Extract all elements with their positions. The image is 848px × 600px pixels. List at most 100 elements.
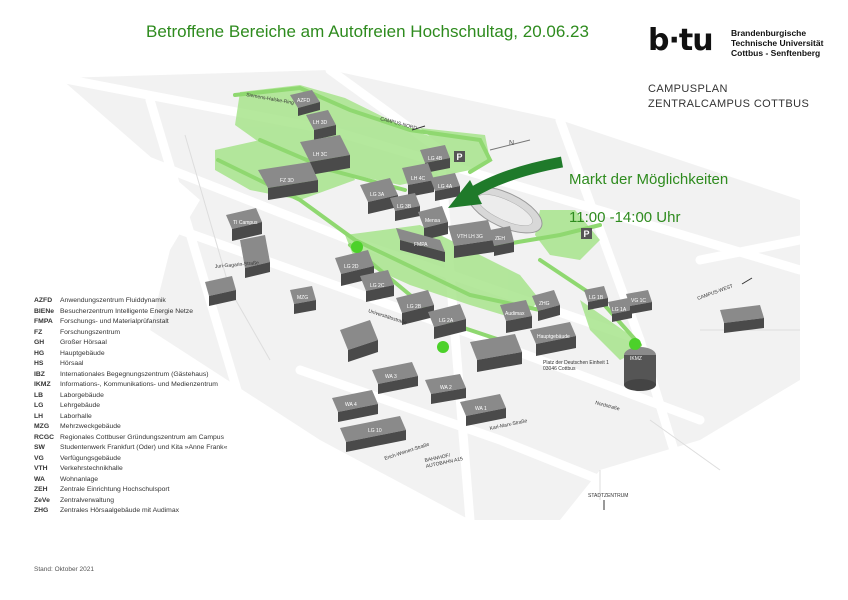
building-wa3: WA 3 xyxy=(372,362,418,394)
legend-row: VG Verfügungsgebäude xyxy=(34,454,227,465)
legend-abbr: WA xyxy=(34,475,45,483)
legend-abbr: VG xyxy=(34,454,44,462)
svg-text:IKMZ: IKMZ xyxy=(630,356,642,362)
area-central xyxy=(345,225,540,320)
building-zhg: ZHG xyxy=(532,290,560,321)
svg-text:LG 4A: LG 4A xyxy=(438,184,453,190)
arrow-icon xyxy=(741,277,753,285)
building-fmpa: FMPA xyxy=(396,228,445,262)
svg-text:P: P xyxy=(457,152,463,162)
area-north xyxy=(235,85,470,185)
legend-desc: Verfügungsgebäude xyxy=(60,454,121,462)
legend-abbr: ZHG xyxy=(34,507,49,514)
svg-text:LG 2B: LG 2B xyxy=(407,304,422,310)
svg-text:LH 3D: LH 3D xyxy=(313,120,328,126)
legend-row: LB Laborgebäude xyxy=(34,391,227,402)
svg-text:MZG: MZG xyxy=(297,295,308,301)
legend-desc: Hörsaal xyxy=(60,360,84,367)
legend-row: GH Großer Hörsaal xyxy=(34,338,227,349)
building-hg: Hauptgebäude xyxy=(530,322,576,356)
legend-row: MZG Mehrzweckgebäude xyxy=(34,422,227,433)
building-lg2c: LG 2C xyxy=(360,270,394,302)
svg-text:WA 2: WA 2 xyxy=(440,385,452,391)
legend-abbr: HG xyxy=(34,349,45,357)
building-west-block xyxy=(240,235,270,278)
svg-text:LG 2A: LG 2A xyxy=(439,318,454,324)
building-lg3b: LG 3B xyxy=(390,193,420,221)
building-lg3a: LG 3A xyxy=(360,178,398,214)
legend-desc: Regionales Cottbuser Gründungszentrum am… xyxy=(60,433,224,441)
building-lg2b: LG 2B xyxy=(396,290,434,325)
access-point xyxy=(351,241,363,253)
arrow-icon xyxy=(411,125,426,131)
svg-text:FZ 3D: FZ 3D xyxy=(280,178,294,184)
legend-desc: Laborgebäude xyxy=(60,391,104,399)
building-fz3d: FZ 3D xyxy=(258,162,318,200)
north-arrow-icon: N xyxy=(489,139,531,151)
building-tcampus: TI Campus xyxy=(226,208,262,241)
market-arrow-icon xyxy=(448,156,564,208)
legend-desc: Zentralverwaltung xyxy=(60,496,115,504)
building-extra-west xyxy=(205,276,236,306)
campus-title: CAMPUSPLAN ZENTRALCAMPUS COTTBUS xyxy=(648,83,810,110)
building-wa2: WA 2 xyxy=(425,374,466,404)
svg-text:Audimax: Audimax xyxy=(505,311,525,317)
svg-text:Mensa: Mensa xyxy=(425,218,440,224)
building-wa1: WA 1 xyxy=(460,394,506,426)
legend-desc: Großer Hörsaal xyxy=(60,339,107,346)
legend-abbr: RCGC xyxy=(34,433,55,441)
access-points xyxy=(351,241,641,353)
svg-text:LG 4B: LG 4B xyxy=(428,156,443,162)
parking-icon: P xyxy=(454,151,465,162)
svg-text:AZFD: AZFD xyxy=(297,98,310,104)
svg-text:ZHG: ZHG xyxy=(539,301,550,307)
building-audimax: Audimax xyxy=(500,300,532,333)
legend-abbr: IBZ xyxy=(34,370,45,378)
legend-desc: Hauptgebäude xyxy=(60,349,105,357)
svg-text:WA 3: WA 3 xyxy=(385,374,397,380)
market-name: Markt der Möglichkeiten xyxy=(569,171,729,188)
svg-text:ZEH: ZEH xyxy=(495,236,505,242)
svg-text:FMPA: FMPA xyxy=(414,242,428,248)
parking-icon: P xyxy=(581,228,592,239)
legend-abbr: LH xyxy=(34,412,44,420)
legend-abbr: GH xyxy=(34,339,45,346)
legend-abbr: LB xyxy=(34,391,44,399)
street-label-stadtzentrum: STADTZENTRUM xyxy=(588,493,628,499)
building-vth: VTH LH 3G xyxy=(448,220,494,258)
svg-text:N: N xyxy=(509,140,514,147)
building-block-center xyxy=(470,334,522,372)
logo-text: Brandenburgische Technische Universität … xyxy=(731,28,824,58)
svg-text:LH 3C: LH 3C xyxy=(313,152,328,158)
svg-text:LG 1A: LG 1A xyxy=(612,307,627,313)
svg-text:Hauptgebäude: Hauptgebäude xyxy=(537,334,570,340)
logo-mark: b·tu xyxy=(648,23,714,58)
area-southeast xyxy=(580,300,640,360)
legend-desc: Zentrales Hörsaalgebäude mit Audimax xyxy=(60,507,180,514)
building-extra-sw xyxy=(340,320,378,362)
building-azfd: AZFD xyxy=(290,90,320,116)
legend-abbr: VTH xyxy=(34,465,48,472)
svg-text:TI Campus: TI Campus xyxy=(233,220,258,226)
building-lg1a: LG 1A xyxy=(608,298,632,322)
legend-desc: Mehrzweckgebäude xyxy=(60,423,121,430)
legend-desc: Forschungszentrum xyxy=(60,328,121,336)
svg-text:LG 2C: LG 2C xyxy=(370,283,385,289)
date-stamp: Stand: Oktober 2021 xyxy=(34,566,94,573)
legend-abbr: SW xyxy=(34,444,45,451)
svg-text:VG 1C: VG 1C xyxy=(631,298,646,304)
market-callout: Markt der Möglichkeiten 11:00 -14:00 Uhr xyxy=(569,151,728,246)
svg-text:LG 1B: LG 1B xyxy=(589,295,604,301)
legend-abbr: MZG xyxy=(34,423,50,430)
